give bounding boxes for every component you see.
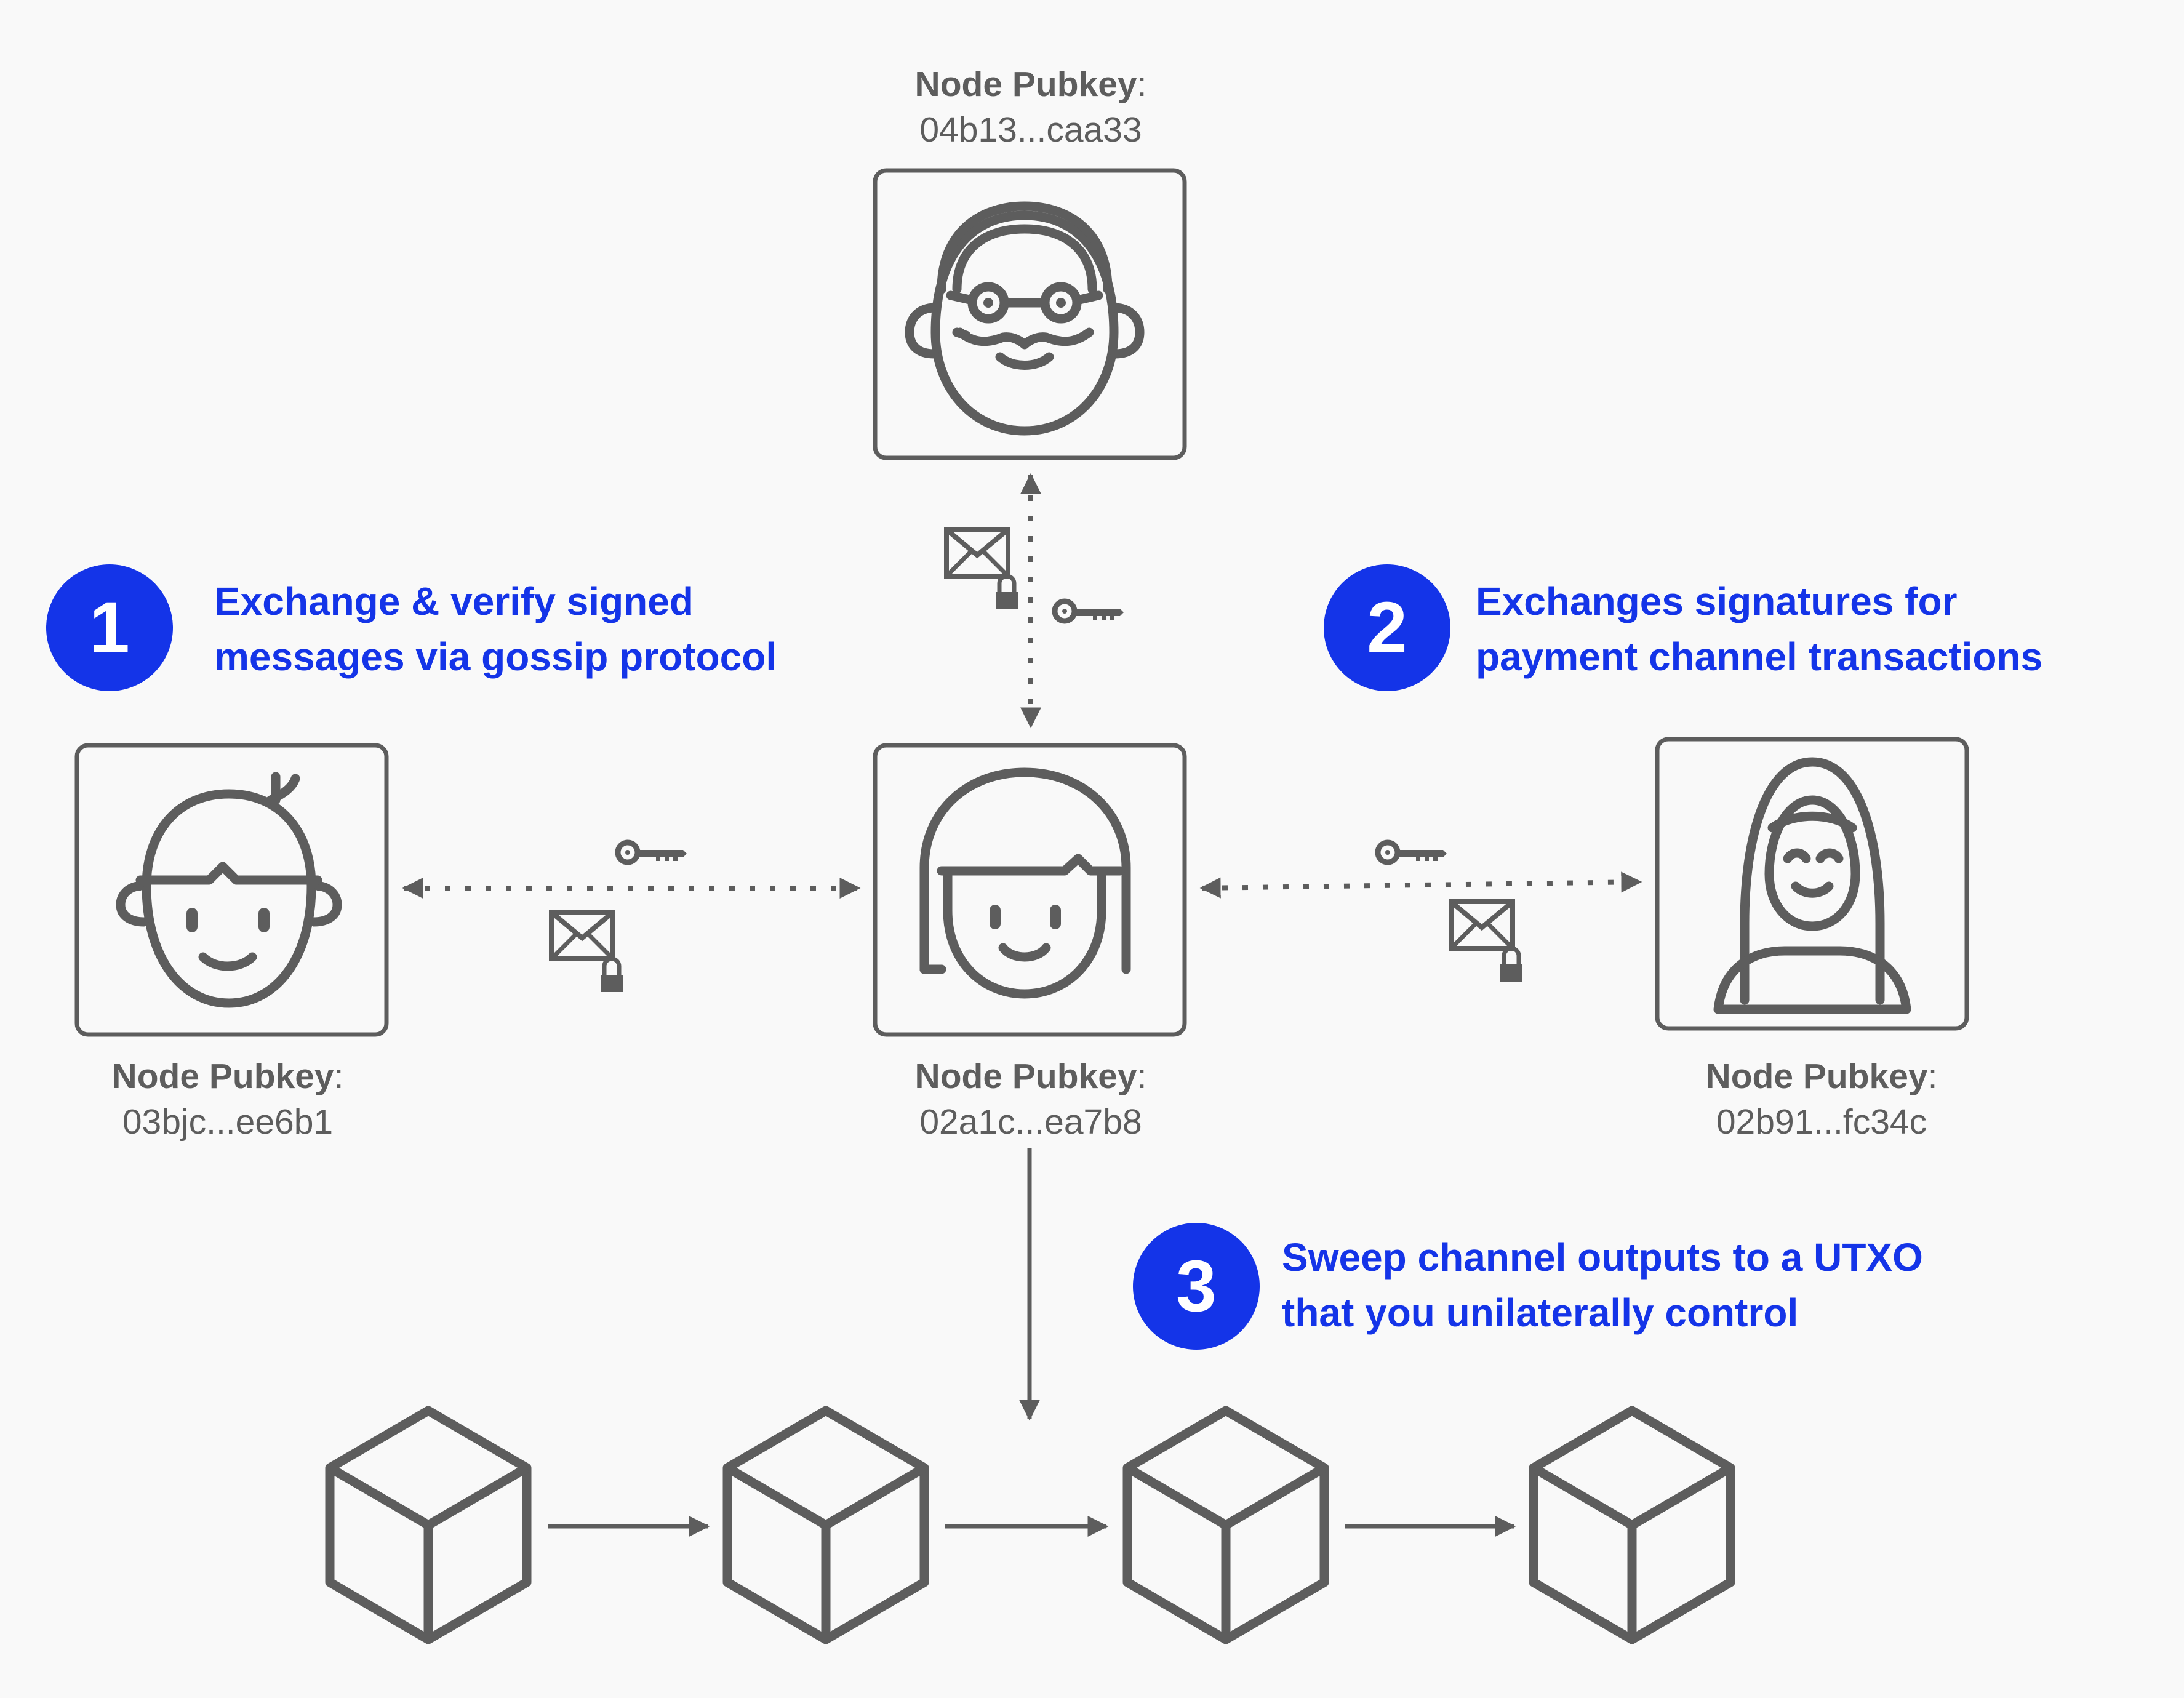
node-pubkey-value: 04b13...caa33	[919, 110, 1142, 150]
node-label-right: Node Pubkey: 02b91...fc34c	[1606, 1054, 2037, 1145]
node-pubkey-value: 02a1c...ea7b8	[919, 1102, 1142, 1142]
step-number-2: 2	[1367, 587, 1407, 668]
step-text-3: Sweep channel outputs to a UTXO that you…	[1282, 1235, 1923, 1335]
block-cube-icon	[1534, 1411, 1730, 1640]
node-label-left: Node Pubkey: 03bjc...ee6b1	[12, 1054, 443, 1145]
step-number-1: 1	[89, 587, 130, 668]
node-box-right	[1655, 737, 1969, 1031]
step-number-3: 3	[1176, 1246, 1217, 1327]
node-label-title: Node Pubkey	[914, 65, 1137, 104]
connector-center-right	[1199, 871, 1642, 899]
hijab-woman-avatar-icon	[1713, 757, 1911, 1014]
node-label-center: Node Pubkey: 02a1c...ea7b8	[815, 1054, 1246, 1145]
block-cube-icon	[330, 1411, 527, 1640]
key-icon	[1378, 843, 1447, 862]
node-box-left	[74, 743, 389, 1037]
node-pubkey-value: 02b91...fc34c	[1716, 1102, 1927, 1142]
key-icon	[618, 843, 687, 862]
step-badge-1: 1	[46, 564, 173, 691]
boy-avatar-icon	[116, 772, 342, 1008]
envelope-lock-icon	[551, 912, 623, 992]
node-pubkey-value: 03bjc...ee6b1	[122, 1102, 334, 1142]
node-label-title: Node Pubkey	[1705, 1057, 1928, 1096]
block-cube-icon	[1127, 1411, 1324, 1640]
key-icon	[1055, 601, 1124, 621]
envelope-lock-icon	[946, 529, 1018, 609]
woman-avatar-icon	[919, 767, 1131, 999]
envelope-lock-icon	[1451, 902, 1522, 982]
node-label-title: Node Pubkey	[111, 1057, 334, 1096]
step-badge-2: 2	[1324, 564, 1450, 691]
node-label-top: Node Pubkey: 04b13...caa33	[815, 62, 1246, 153]
node-label-title: Node Pubkey	[914, 1057, 1137, 1096]
node-box-top	[873, 168, 1187, 460]
step-badge-3: 3	[1133, 1223, 1260, 1350]
node-box-center	[873, 743, 1187, 1037]
old-man-avatar-icon	[905, 201, 1145, 436]
step-text-1: Exchange & verify signed messages via go…	[214, 579, 777, 679]
block-cube-icon	[727, 1411, 924, 1640]
step-text-2: Exchanges signatures for payment channel…	[1476, 579, 2043, 679]
